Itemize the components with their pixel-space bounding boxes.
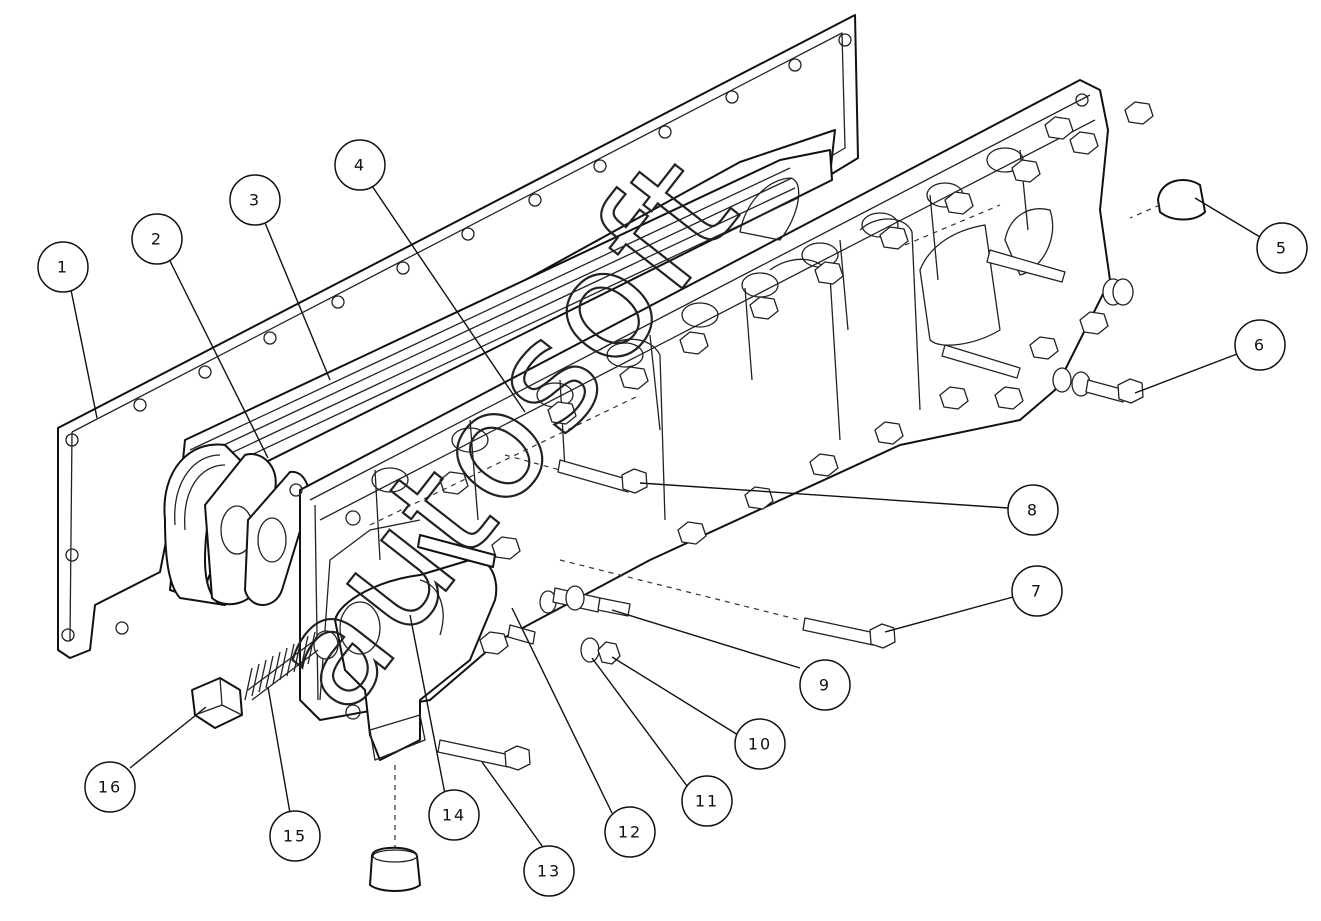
callout-3: 3	[229, 174, 281, 226]
callout-1: 1	[37, 241, 89, 293]
callout-2: 2	[131, 213, 183, 265]
drain-cap	[369, 765, 421, 892]
callout-label: 7	[1031, 582, 1043, 601]
callout-label: 9	[819, 676, 831, 695]
nut-washer-parts-10-11	[580, 637, 621, 665]
bolt-part-8	[557, 459, 648, 494]
callout-14: 14	[428, 789, 480, 841]
callout-15: 15	[269, 810, 321, 862]
callout-12: 12	[604, 806, 656, 858]
callout-9: 9	[799, 659, 851, 711]
callout-label: 4	[354, 156, 366, 175]
callout-label: 6	[1254, 336, 1266, 355]
bolt-part-7	[559, 559, 896, 649]
callout-10: 10	[734, 718, 786, 770]
callout-4: 4	[334, 139, 386, 191]
callout-5: 5	[1256, 222, 1308, 274]
alignment-lines	[369, 204, 1001, 526]
bolt-part-6	[1052, 367, 1144, 404]
callout-label: 13	[537, 862, 561, 881]
plug-part-16	[191, 677, 243, 729]
callout-16: 16	[84, 761, 136, 813]
callout-7: 7	[1011, 565, 1063, 617]
callout-label: 5	[1276, 239, 1288, 258]
spring-part-15	[244, 631, 319, 701]
cap-part-5	[1129, 179, 1206, 221]
callout-6: 6	[1234, 319, 1286, 371]
callout-8: 8	[1007, 484, 1059, 536]
callout-label: 1	[57, 258, 69, 277]
callout-label: 12	[618, 823, 642, 842]
bolt-part-9	[539, 585, 631, 617]
callout-label: 16	[98, 778, 122, 797]
bolt-part-13	[437, 739, 531, 771]
callout-label: 8	[1027, 501, 1039, 520]
callout-13: 13	[523, 845, 575, 897]
callout-label: 11	[695, 792, 719, 811]
callout-label: 15	[283, 827, 307, 846]
studs-right	[941, 249, 1134, 379]
valve-body-part-14	[313, 534, 536, 761]
callout-11: 11	[681, 775, 733, 827]
callout-label: 14	[442, 806, 466, 825]
callout-label: 3	[249, 191, 261, 210]
callout-label: 2	[151, 230, 163, 249]
callout-label: 10	[748, 735, 772, 754]
leader-lines	[69, 182, 1261, 851]
small-gasket-part-2	[204, 453, 310, 606]
